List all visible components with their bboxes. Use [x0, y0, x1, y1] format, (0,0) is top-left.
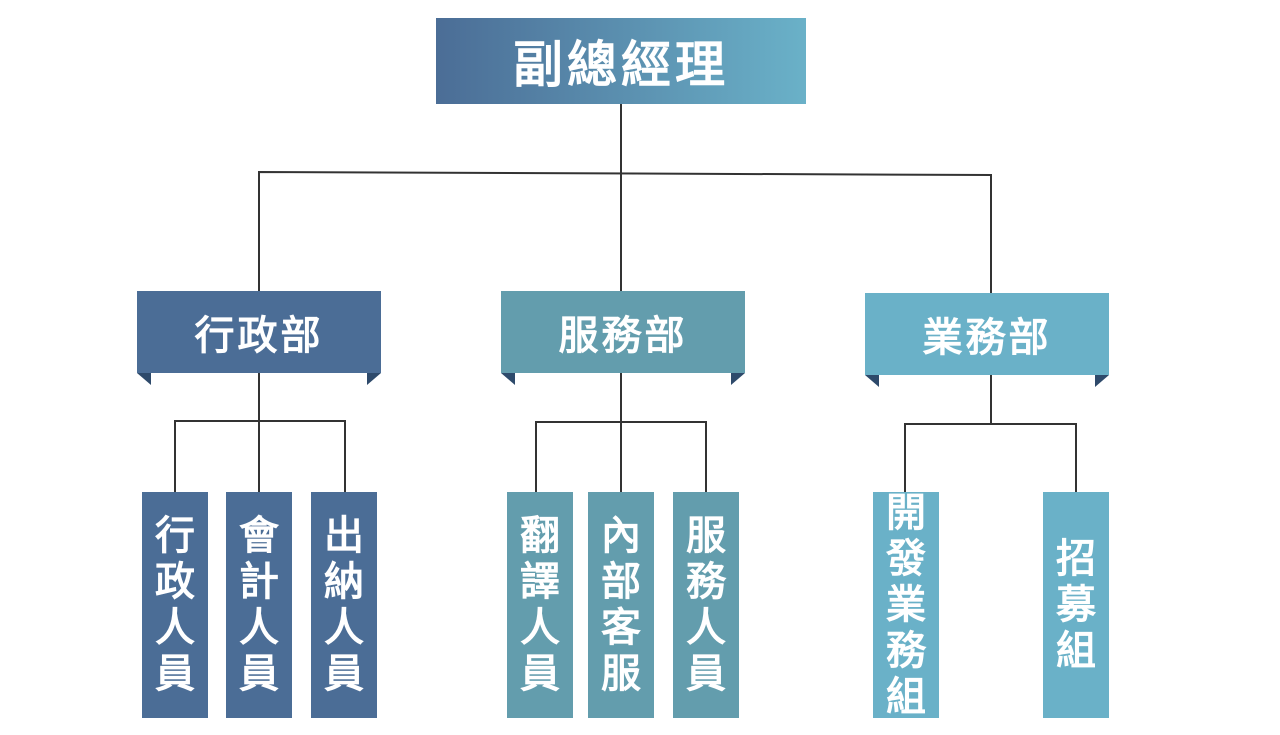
dept-sales-fold-right	[1095, 375, 1109, 387]
leaf-translation-staff: 翻譯人員	[507, 492, 573, 718]
dept-sales: 業務部	[865, 293, 1109, 375]
connector-sales-bus	[904, 423, 1077, 492]
leaf-cashier-staff: 出納人員	[311, 492, 377, 718]
leaf-service-staff: 服務人員	[673, 492, 739, 718]
dept-sales-fold-left	[865, 375, 879, 387]
leaf-accounting-staff: 會計人員	[226, 492, 292, 718]
dept-service-fold-left	[501, 373, 515, 385]
dept-admin-fold-right	[367, 373, 381, 385]
dept-admin-fold-left	[137, 373, 151, 385]
leaf-admin-staff: 行政人員	[142, 492, 208, 718]
connector-dept-bus	[258, 170, 992, 293]
connector-admin-bus	[174, 420, 346, 492]
root-node-deputy-gm: 副總經理	[436, 18, 806, 104]
leaf-recruitment: 招募組	[1043, 492, 1109, 718]
dept-service: 服務部	[501, 291, 745, 373]
leaf-business-development: 開發業務組	[873, 490, 939, 720]
dept-admin: 行政部	[137, 291, 381, 373]
leaf-internal-support: 內部客服	[588, 492, 654, 718]
dept-service-fold-right	[731, 373, 745, 385]
connector-service-bus	[535, 421, 707, 492]
